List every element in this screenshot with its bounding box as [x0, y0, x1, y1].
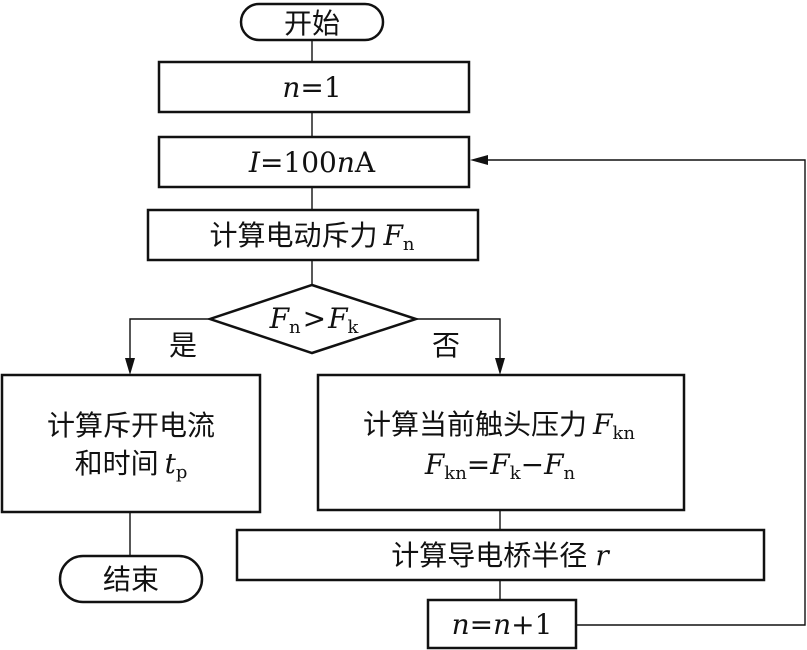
yes-box-line1: 计算斥开电流: [47, 409, 215, 442]
end-terminal: 结束: [58, 554, 204, 604]
increment-label: n=n+1: [452, 608, 553, 641]
init-n-label: n=1: [282, 71, 341, 104]
no-box-formula: Fkn=Fk−Fn: [424, 448, 576, 484]
current-box: I=100nA: [157, 135, 471, 189]
yes-label: 是: [169, 329, 197, 362]
current-label: I=100nA: [248, 146, 376, 179]
start-label: 开始: [284, 7, 340, 40]
increment-box: n=n+1: [426, 598, 578, 650]
no-label: 否: [432, 329, 460, 362]
connector-loop-back: [484, 159, 806, 626]
end-label: 结束: [103, 563, 159, 596]
arrowhead-no: [495, 358, 505, 375]
connector-no-branch: [416, 318, 501, 365]
arrowhead-yes: [125, 358, 135, 375]
connectors: [125, 40, 806, 626]
connector-yes-branch: [129, 318, 210, 365]
init-n-box: n=1: [157, 60, 471, 114]
arrowhead-loop: [470, 155, 488, 165]
start-terminal: 开始: [239, 2, 385, 42]
decision-label: Fn>Fk: [269, 302, 360, 338]
decision-diamond: Fn>Fk: [206, 283, 421, 355]
